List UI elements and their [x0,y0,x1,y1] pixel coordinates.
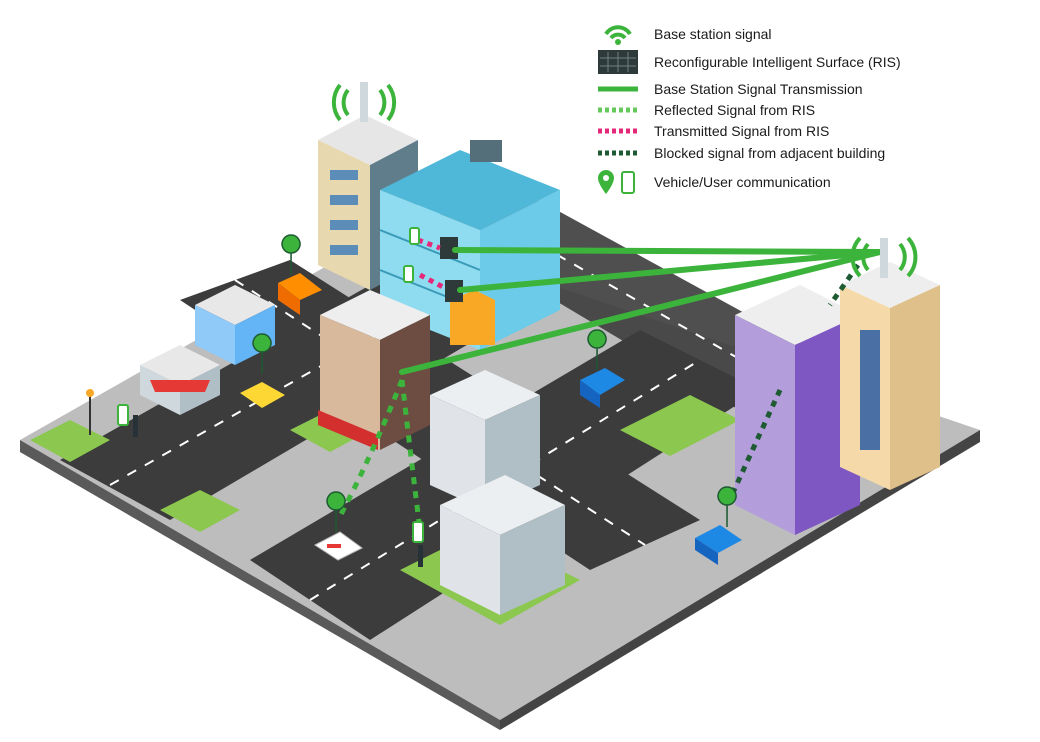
orange-van [278,273,322,315]
blue-van-right [580,368,625,408]
legend-item-reflected: Reflected Signal from RIS [596,98,815,122]
base-station-left [331,82,397,122]
ris-panel-icon [596,50,640,74]
dotted-pink-line-icon [596,119,640,143]
base-station-right [850,236,918,278]
front-building [440,475,565,615]
blue-van-bottom [695,525,742,565]
base-station-transmission-lines [399,247,883,375]
pedestrians [133,415,423,567]
legend-label: Base Station Signal Transmission [654,81,863,97]
legend-item-ris: Reconfigurable Intelligent Surface (RIS) [596,50,901,74]
signal-waves-icon [596,22,640,46]
legend-item-transmission: Base Station Signal Transmission [596,77,863,101]
location-pins [252,234,737,533]
legend-item-vehicle-user: Vehicle/User communication [596,170,831,194]
shop-building-left [140,345,220,415]
legend-label: Transmitted Signal from RIS [654,123,830,139]
street-lamp [86,389,94,435]
shop-building-left-2 [195,285,275,365]
tall-building-right [840,262,940,490]
user-phones [117,227,424,543]
transmitted-signal-ris [417,237,447,291]
yellow-taxi [240,382,285,408]
solid-green-line-icon [596,77,640,101]
legend-item-blocked: Blocked signal from adjacent building [596,141,885,165]
legend-item-transmitted: Transmitted Signal from RIS [596,119,829,143]
legend-label: Reflected Signal from RIS [654,102,816,118]
legend-label: Vehicle/User communication [654,174,831,190]
legend-label: Blocked signal from adjacent building [654,145,886,161]
legend-label: Reconfigurable Intelligent Surface (RIS) [654,54,901,70]
legend-label: Base station signal [654,26,772,42]
pin-phone-icon [596,170,640,194]
brick-building [318,290,430,450]
white-ambulance [314,531,363,561]
reflected-signal-ris [335,379,423,531]
dotted-dark-green-line-icon [596,141,640,165]
legend-item-base-station-signal: Base station signal [596,22,772,46]
